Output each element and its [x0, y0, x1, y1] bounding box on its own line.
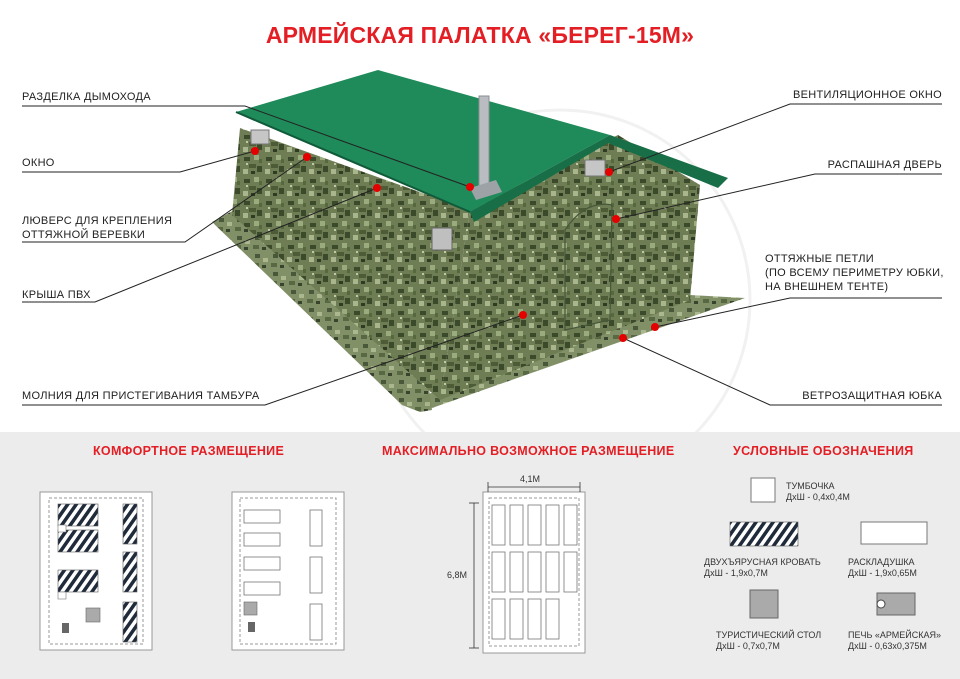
- legend-nightstand-size: ДхШ - 0,4х0,4М: [786, 492, 850, 502]
- leader-roof: [22, 187, 378, 303]
- section-max-title: МАКСИМАЛЬНО ВОЗМОЖНОЕ РАЗМЕЩЕНИЕ: [382, 444, 675, 458]
- legend-bunk-size: ДхШ - 1,9х0,7М: [704, 568, 768, 578]
- plan-comfort-bunks: [39, 491, 153, 651]
- dim-length: 6,8М: [447, 570, 468, 580]
- marker-loops: [651, 323, 659, 331]
- skirt-front: [418, 295, 745, 408]
- leader-window: [22, 150, 256, 173]
- label-grommet-2: ОТТЯЖНОЙ ВЕРЕВКИ: [22, 229, 146, 241]
- label-door: РАСПАШНАЯ ДВЕРЬ: [827, 159, 942, 171]
- label-loops-3: НА ВНЕШНЕМ ТЕНТЕ): [765, 281, 889, 293]
- side-window: [250, 129, 270, 145]
- tent-illustration: [22, 70, 942, 432]
- label-chimney: РАЗДЕЛКА ДЫМОХОДА: [22, 91, 151, 103]
- tent-side-wall: [232, 128, 470, 400]
- label-vent: ВЕНТИЛЯЦИОННОЕ ОКНО: [792, 89, 942, 101]
- label-grommet-1: ЛЮВЕРС ДЛЯ КРЕПЛЕНИЯ: [22, 215, 173, 227]
- leader-door: [615, 173, 942, 220]
- marker-window: [251, 147, 259, 155]
- label-zipper: МОЛНИЯ ДЛЯ ПРИСТЕГИВАНИЯ ТАМБУРА: [22, 390, 260, 402]
- plan-max: [469, 482, 586, 654]
- leader-grommet: [22, 156, 308, 243]
- vent-window: [584, 159, 606, 177]
- label-loops-1: ОТТЯЖНЫЕ ПЕТЛИ: [765, 253, 874, 265]
- marker-vent: [605, 168, 613, 176]
- legend-bunk-name: ДВУХЪЯРУСНАЯ КРОВАТЬ: [704, 557, 821, 567]
- marker-grommet: [303, 153, 311, 161]
- label-roof: КРЫША ПВХ: [22, 289, 91, 301]
- table-icon: [749, 589, 779, 619]
- leader-loops: [654, 297, 942, 328]
- legend-nightstand-name: ТУМБОЧКА: [786, 481, 835, 491]
- door: [564, 203, 613, 331]
- bunk-bed-icon: [729, 521, 799, 547]
- tent-roof-front: [470, 135, 728, 222]
- side-window-2: [431, 227, 453, 251]
- dim-width: 4,1М: [520, 474, 541, 484]
- section-legend-title: УСЛОВНЫЕ ОБОЗНАЧЕНИЯ: [733, 444, 914, 458]
- marker-zipper: [519, 311, 527, 319]
- stove-icon: [876, 592, 916, 616]
- leader-skirt: [622, 337, 942, 406]
- legend-cot-name: РАСКЛАДУШКА: [848, 557, 915, 567]
- section-comfort-title: КОМФОРТНОЕ РАЗМЕЩЕНИЕ: [93, 444, 285, 458]
- legend-stove-name: ПЕЧЬ «АРМЕЙСКАЯ»: [848, 630, 942, 640]
- label-window: ОКНО: [22, 157, 55, 169]
- leader-chimney: [22, 105, 471, 188]
- marker-chimney: [466, 183, 474, 191]
- marker-roof: [373, 184, 381, 192]
- legend-table-size: ДхШ - 0,7х0,7М: [716, 641, 780, 651]
- legend-cot-size: ДхШ - 1,9х0,65М: [848, 568, 917, 578]
- cot-icon: [860, 521, 928, 545]
- label-skirt: ВЕТРОЗАЩИТНАЯ ЮБКА: [802, 390, 942, 402]
- page-title: АРМЕЙСКАЯ ПАЛАТКА «БЕРЕГ-15М»: [265, 22, 695, 48]
- label-loops-2: (ПО ВСЕМУ ПЕРИМЕТРУ ЮБКИ,: [765, 267, 944, 279]
- leader-zipper: [22, 314, 524, 406]
- layout-band: [0, 432, 960, 679]
- plan-comfort-cots: [231, 491, 345, 651]
- marker-door: [612, 215, 620, 223]
- nightstand-icon: [750, 477, 776, 503]
- legend-table-name: ТУРИСТИЧЕСКИЙ СТОЛ: [716, 630, 822, 640]
- legend-stove-size: ДхШ - 0,63х0,375М: [848, 641, 927, 651]
- leader-vent: [608, 103, 942, 173]
- tent-roof: [236, 70, 610, 212]
- marker-skirt: [619, 334, 627, 342]
